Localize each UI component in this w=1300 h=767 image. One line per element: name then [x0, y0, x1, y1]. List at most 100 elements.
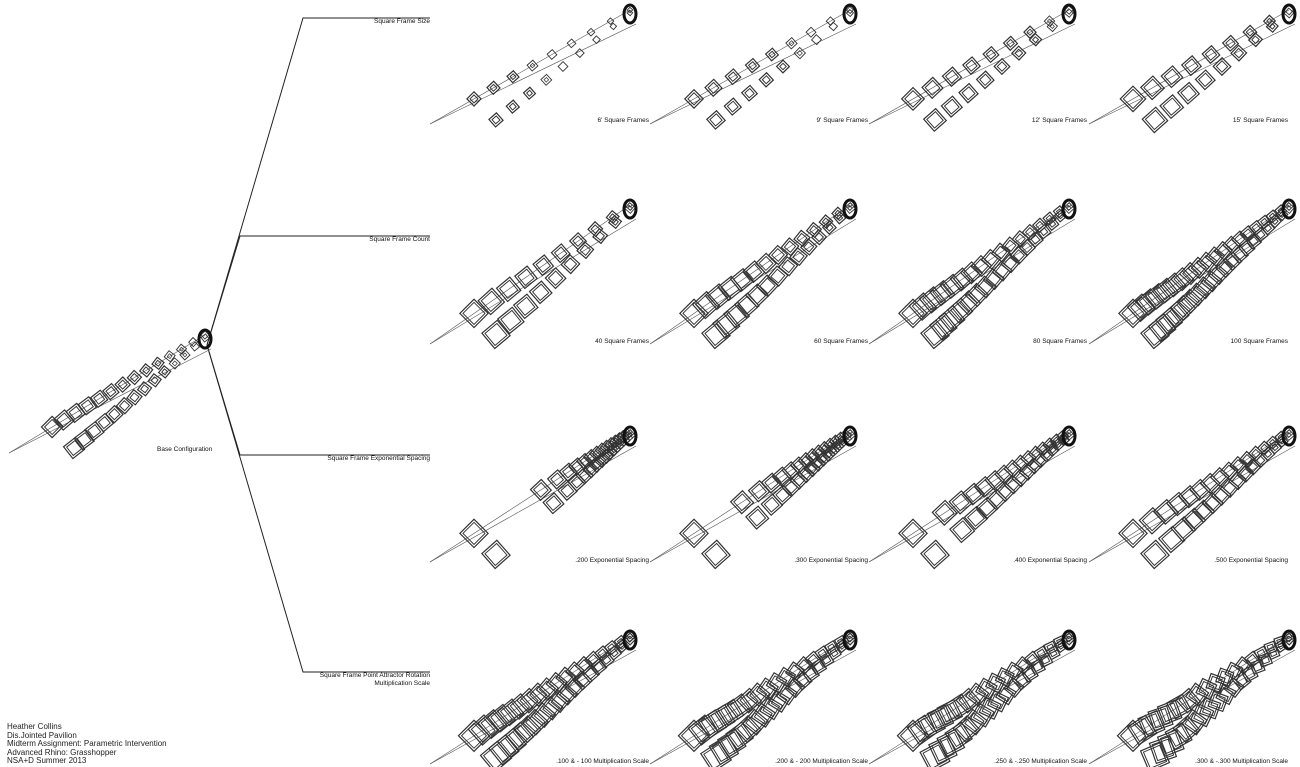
square-frame	[1147, 704, 1174, 732]
square-frame	[114, 376, 132, 394]
square-frame	[89, 389, 109, 409]
square-frame	[516, 687, 543, 714]
square-frame	[701, 319, 731, 350]
square-frame	[1062, 428, 1076, 442]
square-frame	[744, 283, 770, 308]
square-frame	[1190, 702, 1215, 728]
square-frame	[832, 210, 847, 225]
spacing-variant-1	[649, 425, 858, 570]
square-frame	[1118, 518, 1148, 549]
spacing-variant-3	[1088, 425, 1297, 570]
square-frame	[592, 35, 601, 45]
square-frame	[1237, 238, 1256, 257]
square-frame	[575, 466, 594, 485]
square-frame	[1230, 44, 1248, 62]
square-frame	[477, 287, 506, 316]
square-frame	[1265, 19, 1279, 34]
guide-line	[429, 204, 631, 345]
branch-line-size	[206, 17, 430, 346]
square-frame	[755, 677, 780, 701]
square-frame	[898, 298, 928, 329]
square-frame	[740, 84, 759, 102]
square-frame	[750, 702, 777, 728]
square-frame	[1045, 645, 1061, 661]
square-frame	[759, 696, 784, 721]
square-frame	[1249, 658, 1266, 675]
frame-end-cap	[1281, 425, 1297, 447]
square-frame	[705, 109, 727, 130]
frame-end-cap	[842, 425, 858, 447]
square-frame	[736, 687, 763, 714]
square-frame	[922, 107, 948, 133]
square-frame	[528, 280, 553, 305]
square-frame	[1176, 81, 1201, 105]
square-frame	[582, 460, 600, 479]
square-frame	[767, 244, 789, 266]
square-frame	[1185, 282, 1210, 307]
branch-line-spacing	[206, 344, 430, 456]
square-frame	[964, 682, 990, 708]
square-frame	[1003, 676, 1025, 699]
square-frame	[959, 261, 984, 285]
square-frame	[1282, 428, 1296, 442]
square-frame	[918, 286, 947, 314]
square-frame	[809, 455, 827, 472]
square-frame	[513, 714, 542, 744]
square-frame	[544, 267, 567, 290]
frame-end-cap	[622, 3, 638, 25]
square-frame	[716, 698, 745, 727]
square-frame	[1028, 32, 1043, 47]
frame-end-cap	[1061, 198, 1077, 220]
guide-line	[868, 9, 1070, 125]
rotation-variant-1	[649, 629, 858, 767]
square-frame	[1139, 75, 1166, 101]
square-frame	[1137, 709, 1166, 739]
square-frame	[1011, 670, 1032, 691]
square-frame	[1152, 277, 1179, 304]
guide-line	[429, 445, 637, 563]
square-frame	[679, 518, 709, 549]
caption-count-80: 80 Square Frames	[1033, 338, 1087, 345]
branch-line-rotation	[206, 344, 430, 673]
square-frame	[723, 301, 751, 329]
spacing-variant-0	[429, 425, 638, 570]
square-frame	[1247, 32, 1264, 48]
caption-scale-250: .250 & -.250 Multiplication Scale	[994, 758, 1087, 765]
square-frame	[936, 698, 964, 726]
square-frame	[574, 48, 585, 59]
square-frame	[564, 676, 586, 699]
square-frame	[1021, 223, 1039, 241]
frame-end-cap	[622, 629, 638, 651]
square-frame	[566, 38, 577, 49]
square-frame	[530, 702, 557, 729]
square-frame	[1159, 94, 1185, 120]
square-frame	[964, 282, 990, 308]
square-frame	[803, 460, 821, 478]
branch-label-rotation-line1: Square Frame Point Attractor Rotation	[319, 672, 430, 679]
caption-size-9: 9' Square Frames	[816, 117, 868, 124]
square-frame	[506, 69, 520, 84]
caption-spacing-200: .200 Exponential Spacing	[575, 557, 649, 564]
square-frame	[1228, 471, 1248, 491]
square-frame	[958, 82, 979, 104]
rotation-variant-3	[1088, 629, 1297, 767]
size-variant-0	[429, 3, 638, 128]
square-frame	[126, 388, 143, 406]
square-frame	[1283, 202, 1295, 214]
square-frame	[961, 56, 982, 76]
spacing-variant-2	[868, 425, 1077, 570]
square-frame	[623, 632, 637, 646]
square-frame	[126, 369, 143, 386]
square-frame	[960, 708, 988, 736]
square-frame	[147, 372, 163, 388]
square-frame	[767, 689, 791, 713]
square-frame	[163, 350, 176, 363]
square-frame	[102, 382, 120, 401]
square-frame	[157, 365, 172, 379]
square-frame	[744, 57, 761, 74]
square-frame	[723, 97, 743, 116]
square-frame	[588, 456, 605, 474]
caption-scale-200: .200 & - 200 Multiplication Scale	[775, 758, 868, 765]
square-frame	[946, 297, 974, 325]
guide-line	[1088, 431, 1290, 563]
